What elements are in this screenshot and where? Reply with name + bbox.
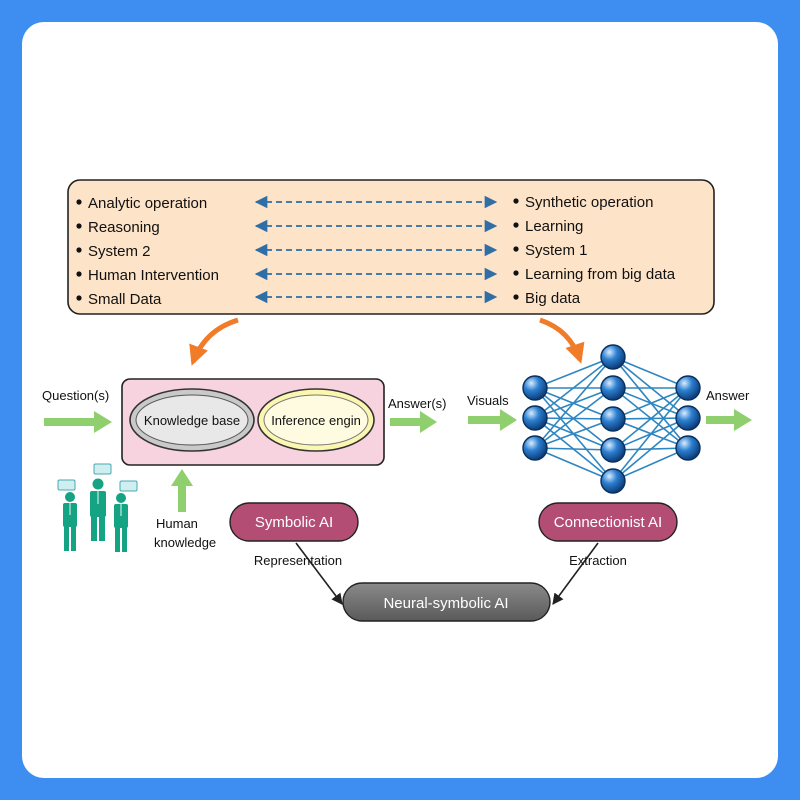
network-edge — [534, 356, 614, 419]
green-arrow-human-knowledge — [171, 469, 193, 512]
green-arrow-question — [44, 411, 112, 433]
bullet — [76, 199, 82, 205]
network-edge — [612, 387, 689, 420]
bullet — [76, 247, 82, 253]
left-item-2: Reasoning — [88, 219, 160, 236]
network-edge — [534, 447, 614, 482]
speech-bubble-icon — [57, 463, 138, 492]
green-arrow-answer — [706, 409, 752, 431]
visuals-label: Visuals — [467, 393, 509, 408]
right-item-1: Synthetic operation — [525, 194, 653, 211]
connectionist-ai-label: Connectionist AI — [554, 514, 662, 531]
bullet — [76, 271, 82, 277]
symbolic-ai-label: Symbolic AI — [255, 514, 333, 531]
question-label: Question(s) — [42, 388, 109, 403]
symbolic-ai-badge — [229, 502, 359, 542]
left-item-4: Human Intervention — [88, 267, 219, 284]
network-node — [522, 375, 548, 401]
answers-label: Answer(s) — [388, 396, 447, 411]
network-edge — [612, 387, 689, 451]
left-item-3: System 2 — [88, 243, 151, 260]
network-edge — [534, 418, 614, 449]
neural-symbolic-ai-label: Neural-symbolic AI — [383, 595, 508, 612]
network-edge — [612, 447, 689, 482]
left-item-1: Analytic operation — [88, 195, 207, 212]
network-node — [600, 406, 626, 432]
network-node — [600, 468, 626, 494]
people-icon — [57, 463, 138, 552]
right-list: Synthetic operation Learning System 1 Le… — [513, 194, 676, 307]
bullet — [513, 222, 519, 228]
representation-label: Representation — [254, 553, 342, 568]
bullet — [76, 295, 82, 301]
network-node — [522, 405, 548, 431]
network-node — [675, 405, 701, 431]
right-item-5: Big data — [525, 290, 581, 307]
right-item-2: Learning — [525, 218, 583, 235]
network-edge — [612, 417, 689, 482]
network-node — [600, 375, 626, 401]
network-edge — [534, 356, 614, 389]
representation-arrow — [295, 542, 343, 605]
network-edge — [612, 387, 689, 482]
left-list: Analytic operation Reasoning System 2 Hu… — [76, 195, 219, 308]
human-knowledge-label-1: Human — [156, 516, 198, 531]
connectionist-ai-badge — [538, 502, 678, 542]
extraction-arrow — [552, 542, 599, 605]
knowledge-base-label: Knowledge base — [144, 413, 240, 428]
network-node — [675, 435, 701, 461]
network-edge — [534, 447, 614, 451]
inference-engine-ellipse-inner — [263, 394, 369, 446]
human-knowledge-label-2: knowledge — [154, 535, 216, 550]
green-arrow-visuals — [468, 409, 517, 431]
orange-curved-arrow-left — [189, 317, 239, 366]
right-item-3: System 1 — [525, 242, 588, 259]
extraction-label: Extraction — [569, 553, 627, 568]
dashed-arrows — [254, 195, 498, 304]
network-node — [675, 375, 701, 401]
bullet — [513, 198, 519, 204]
neural-symbolic-ai-badge — [342, 582, 551, 622]
knowledge-base-ellipse-inner — [135, 394, 249, 446]
network-node — [600, 344, 626, 370]
right-item-4: Learning from big data — [525, 266, 676, 283]
network-node — [522, 435, 548, 461]
inference-engine-label: Inference engin — [271, 413, 361, 428]
bullet — [513, 270, 519, 276]
network-edge — [612, 356, 689, 389]
bullet — [513, 246, 519, 252]
orange-curved-arrow-right — [539, 317, 585, 364]
left-item-5: Small Data — [88, 291, 162, 308]
answer-label: Answer — [706, 388, 750, 403]
neural-network-icon — [522, 344, 701, 494]
network-edge — [534, 356, 614, 449]
bullet — [513, 294, 519, 300]
bullet — [76, 223, 82, 229]
network-edge — [534, 387, 614, 449]
network-node — [600, 437, 626, 463]
green-arrow-answers — [390, 411, 437, 433]
